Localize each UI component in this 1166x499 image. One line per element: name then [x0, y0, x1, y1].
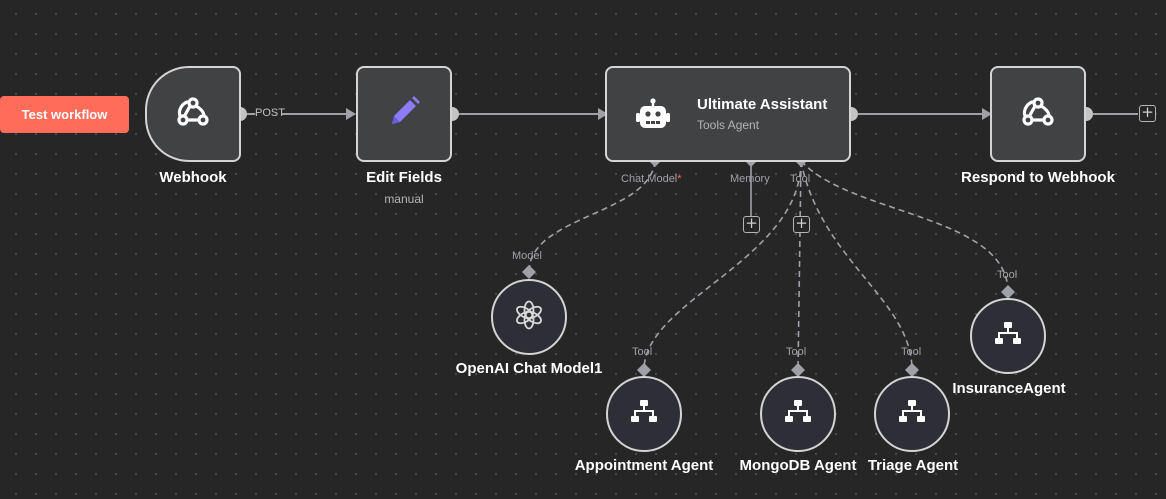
- appointment-title: Appointment Agent: [574, 457, 714, 474]
- robot-icon: [635, 98, 671, 137]
- ultimate-assistant-node[interactable]: Ultimate Assistant Tools Agent: [605, 66, 851, 162]
- openai-port: [522, 265, 536, 279]
- arrow-assistant: [598, 108, 608, 120]
- openai-port-label: Model: [512, 250, 542, 262]
- openai-chat-model-node[interactable]: [491, 279, 567, 355]
- tool-port-label: Tool: [790, 173, 811, 185]
- triage-agent-node[interactable]: [874, 376, 950, 452]
- mongodb-port: [791, 363, 805, 377]
- test-workflow-button[interactable]: Test workflow: [0, 96, 129, 133]
- webhook-icon: [1017, 91, 1059, 138]
- sitemap-icon: [630, 399, 658, 430]
- add-next-node-button[interactable]: +: [1139, 105, 1156, 122]
- edit-fields-subtitle: manual: [384, 192, 424, 206]
- insurance-port-label: Tool: [997, 269, 1018, 281]
- assistant-title: Ultimate Assistant: [697, 96, 828, 113]
- insurance-agent-node[interactable]: [970, 298, 1046, 374]
- add-tool-button[interactable]: +: [793, 216, 810, 233]
- mongodb-port-label: Tool: [786, 346, 807, 358]
- connection-tool-triage: [800, 160, 913, 371]
- mongodb-agent-node[interactable]: [760, 376, 836, 452]
- triage-port-label: Tool: [901, 346, 922, 358]
- webhook-icon: [172, 91, 214, 138]
- chat-model-label-text: Chat Model: [621, 173, 678, 185]
- respond-to-webhook-node[interactable]: [990, 66, 1086, 162]
- openai-icon: [514, 300, 544, 335]
- triage-port: [905, 363, 919, 377]
- connection-tool-insurance: [800, 160, 1009, 293]
- connection-tool-mongodb: [797, 160, 802, 371]
- sub-connections: [528, 160, 1009, 371]
- edit-fields-node[interactable]: [356, 66, 452, 162]
- sitemap-icon: [898, 399, 926, 430]
- arrow-edit-fields: [346, 108, 356, 120]
- appointment-port-label: Tool: [632, 346, 653, 358]
- diamond-ports: [522, 153, 1015, 377]
- insurance-port: [1001, 285, 1015, 299]
- mongodb-title: MongoDB Agent: [739, 457, 857, 474]
- pencil-icon: [383, 91, 425, 138]
- required-mark: *: [677, 173, 682, 185]
- arrow-heads: [346, 108, 992, 120]
- triage-title: Triage Agent: [867, 457, 959, 474]
- edit-fields-title: Edit Fields: [366, 169, 442, 186]
- webhook-title: Webhook: [159, 169, 227, 186]
- appointment-agent-node[interactable]: [606, 376, 682, 452]
- add-memory-button[interactable]: +: [743, 216, 760, 233]
- chat-model-port-label: Chat Model*: [621, 173, 682, 185]
- arrow-respond: [982, 108, 992, 120]
- respond-title: Respond to Webhook: [961, 169, 1115, 186]
- insurance-title: InsuranceAgent: [952, 380, 1066, 397]
- connection-tool-appointment: [643, 160, 802, 371]
- webhook-post-label: POST: [255, 107, 285, 119]
- webhook-node[interactable]: [145, 66, 241, 162]
- appointment-port: [637, 363, 651, 377]
- assistant-subtitle: Tools Agent: [697, 118, 760, 132]
- sitemap-icon: [784, 399, 812, 430]
- openai-title: OpenAI Chat Model1: [455, 360, 603, 377]
- memory-port-label: Memory: [730, 173, 770, 185]
- sitemap-icon: [994, 321, 1022, 352]
